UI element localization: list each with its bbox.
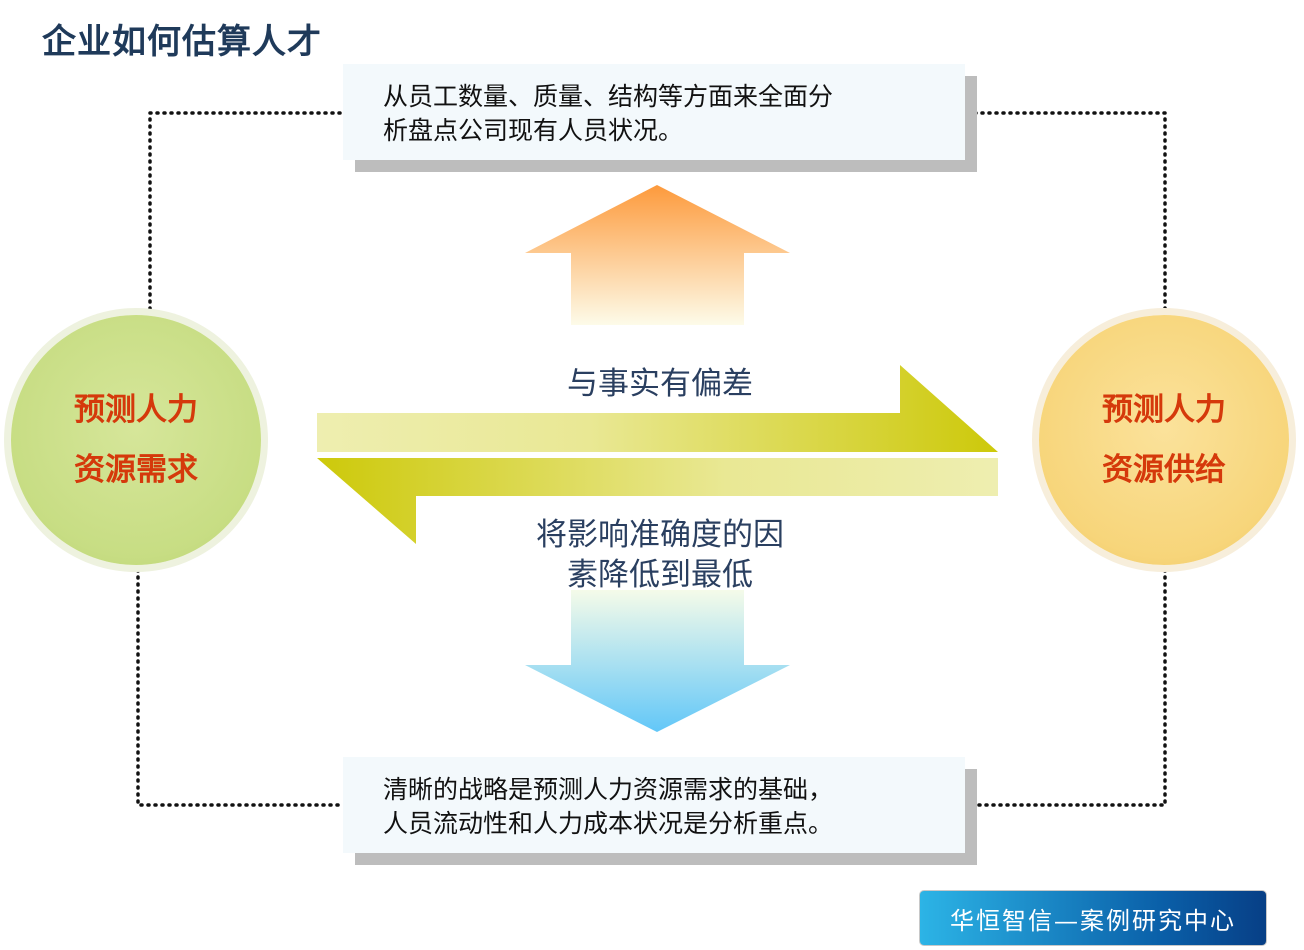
left-arrow	[317, 458, 998, 544]
dotted-connector-top-left	[148, 111, 342, 312]
bottom-text-box: 清晰的战略是预测人力资源需求的基础， 人员流动性和人力成本状况是分析重点。	[343, 757, 965, 853]
lower-arrow-label: 将影响准确度的因 素降低到最低	[460, 515, 860, 595]
lower-label-line2: 素降低到最低	[567, 557, 753, 593]
upper-arrow-label: 与事实有偏差	[567, 366, 753, 402]
logo-banner: 华恒智信—案例研究中心	[919, 890, 1267, 946]
dotted-connector-bottom-right	[966, 568, 1167, 807]
left-circle-line1: 预测人力	[74, 392, 198, 428]
bottom-box-line2: 人员流动性和人力成本状况是分析重点。	[383, 809, 834, 838]
page-title: 企业如何估算人才	[42, 22, 322, 62]
dotted-connector-top-right	[966, 111, 1167, 312]
up-arrow	[525, 185, 790, 325]
right-circle-line1: 预测人力	[1102, 392, 1226, 428]
top-box-line2: 析盘点公司现有人员状况。	[383, 116, 684, 145]
top-box-line1: 从员工数量、质量、结构等方面来全面分	[383, 82, 834, 111]
bottom-box-line1: 清晰的战略是预测人力资源需求的基础，	[383, 775, 834, 804]
left-circle-line2: 资源需求	[74, 452, 198, 488]
right-circle-line2: 资源供给	[1102, 452, 1226, 488]
demand-forecast-circle: 预测人力 资源需求	[11, 315, 261, 565]
supply-forecast-circle: 预测人力 资源供给	[1039, 315, 1289, 565]
lower-label-line1: 将影响准确度的因	[536, 517, 784, 553]
dotted-connector-bottom-left	[136, 568, 342, 807]
right-arrow	[317, 365, 998, 452]
down-arrow	[525, 590, 790, 732]
top-text-box: 从员工数量、质量、结构等方面来全面分 析盘点公司现有人员状况。	[343, 64, 965, 160]
